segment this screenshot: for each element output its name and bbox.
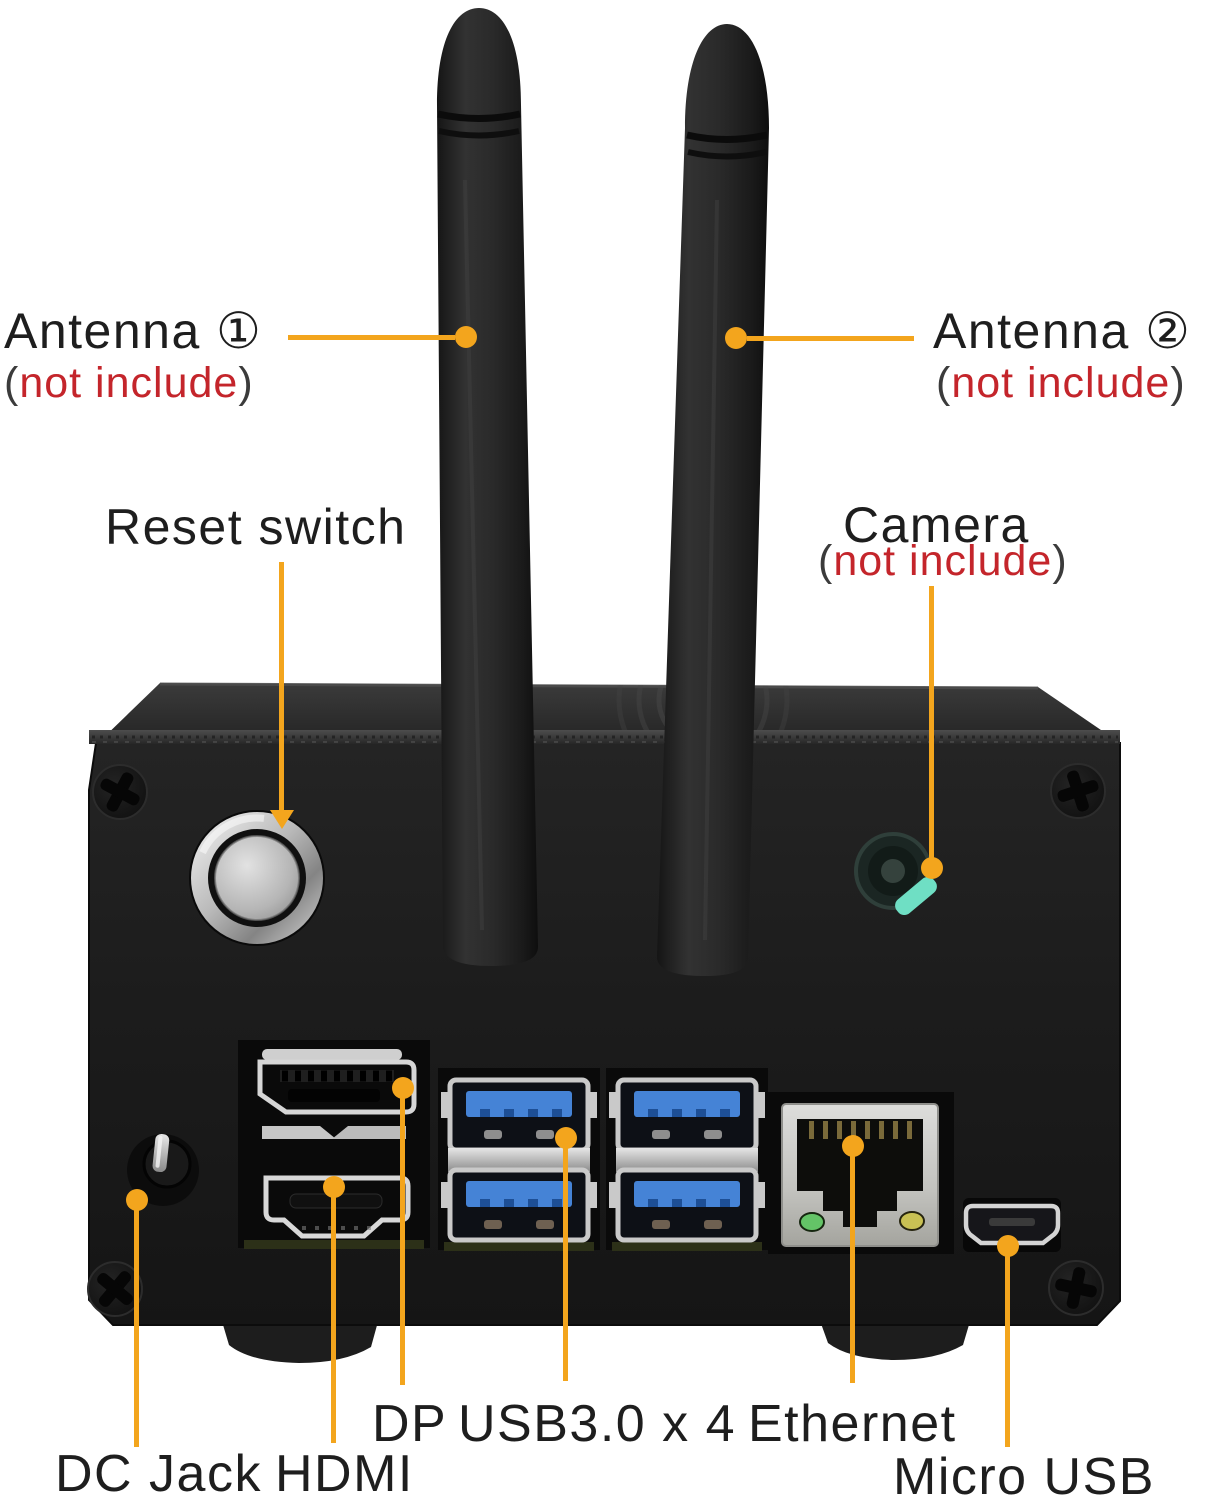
- antenna2-note-text: not include: [951, 359, 1171, 407]
- callout-dot-antenna2: [725, 327, 747, 349]
- screw-top-left: [92, 764, 148, 820]
- ethernet-led-green: [799, 1212, 825, 1232]
- dc-jack-label: DC Jack: [55, 1445, 262, 1500]
- antenna-left: [437, 8, 539, 966]
- port-retention-clips: [262, 1126, 406, 1139]
- camera-teal-strip: [895, 876, 937, 916]
- ethernet-led-yellow: [899, 1211, 925, 1231]
- callout-line-reset: [279, 562, 284, 812]
- antenna1-note-close: ): [238, 359, 254, 407]
- dc-jack-port: [127, 1133, 199, 1206]
- screw-bottom-right: [1048, 1260, 1104, 1316]
- callout-dot-dc-jack: [126, 1189, 148, 1211]
- callout-dot-ethernet: [842, 1135, 864, 1157]
- reset-switch-label: Reset switch: [105, 499, 407, 555]
- antenna1-label: Antenna ①: [4, 303, 263, 359]
- hdmi-port: [263, 1175, 411, 1239]
- callout-line-camera: [929, 586, 934, 862]
- antenna2-not-include-label: (not include): [936, 362, 1186, 405]
- callout-line-antenna1: [288, 335, 455, 340]
- micro-usb-port: [963, 1198, 1061, 1252]
- corner-screws: [87, 763, 1106, 1317]
- callout-arrow-reset: [270, 810, 294, 829]
- antenna2-label: Antenna ②: [933, 303, 1192, 359]
- callout-line-dc-jack: [134, 1200, 139, 1447]
- screw-bottom-left: [87, 1261, 143, 1317]
- hdmi-label: HDMI: [275, 1445, 414, 1500]
- usb-ports-right: [606, 1068, 768, 1251]
- callout-line-dp: [400, 1088, 405, 1385]
- callout-dot-hdmi: [323, 1176, 345, 1198]
- antenna-right: [656, 24, 769, 977]
- callout-dot-micro-usb: [997, 1235, 1019, 1257]
- usb-label: USB3.0 x 4: [458, 1395, 737, 1453]
- callout-dot-dp: [392, 1077, 414, 1099]
- callout-dot-usb: [555, 1127, 577, 1149]
- antenna1-note-text: not include: [19, 359, 239, 407]
- dp-label: DP: [372, 1395, 448, 1453]
- callout-line-micro-usb: [1005, 1246, 1010, 1447]
- callout-dot-camera: [921, 857, 943, 879]
- ethernet-label: Ethernet: [748, 1395, 957, 1453]
- dp-port: [257, 1049, 417, 1115]
- callout-dot-antenna1: [455, 326, 477, 348]
- antenna1-note-open: (: [4, 359, 20, 407]
- camera-note-close: ): [1052, 537, 1068, 585]
- callout-line-usb: [563, 1138, 568, 1381]
- callout-line-antenna2: [747, 336, 914, 341]
- reset-button: [189, 810, 325, 946]
- ethernet-port: [768, 1092, 954, 1254]
- micro-usb-label: Micro USB: [893, 1448, 1155, 1500]
- callout-line-hdmi: [331, 1187, 336, 1443]
- camera-note-open: (: [818, 537, 834, 585]
- callout-line-ethernet: [850, 1146, 855, 1383]
- camera-not-include-label: (not include): [818, 540, 1068, 583]
- screw-top-right: [1050, 763, 1106, 819]
- antenna2-note-close: ): [1170, 359, 1186, 407]
- antenna2-note-open: (: [936, 359, 952, 407]
- chassis-top-face: [98, 682, 1120, 743]
- antenna1-not-include-label: (not include): [4, 362, 254, 405]
- camera-lens: [854, 832, 937, 916]
- usb-ports-left: [438, 1068, 600, 1251]
- rubber-feet: [221, 1318, 971, 1363]
- camera-note-text: not include: [833, 537, 1053, 585]
- camera-label: Camera: [843, 497, 1030, 553]
